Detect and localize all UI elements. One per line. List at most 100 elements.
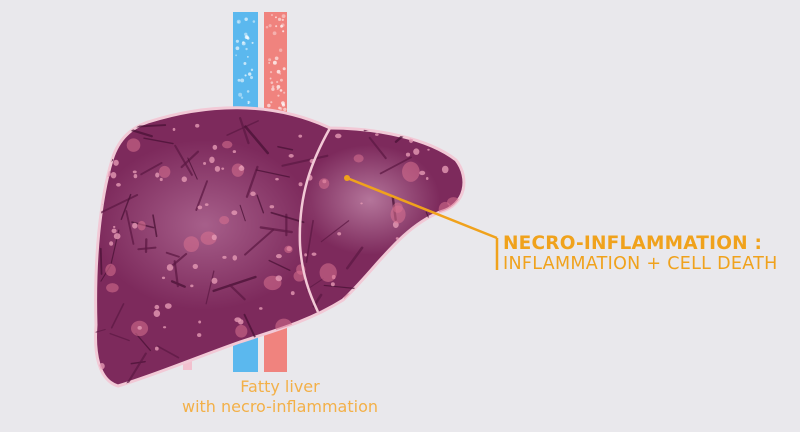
fat-droplet <box>250 192 256 196</box>
vessel-bubble <box>243 62 246 65</box>
fat-droplet <box>427 149 429 151</box>
liver-fiber <box>430 353 467 360</box>
fat-droplet <box>384 292 399 306</box>
fat-droplet <box>167 264 173 271</box>
fat-droplet <box>418 243 421 246</box>
callout-title: NECRO-INFLAMMATION : <box>503 233 778 254</box>
fat-droplet <box>351 367 354 371</box>
fat-droplet <box>231 210 237 215</box>
fat-droplet <box>116 183 121 187</box>
vessel-bubble <box>268 58 271 61</box>
vessel-bubble <box>277 95 279 97</box>
fat-droplet <box>165 303 172 309</box>
vessel-bubble <box>270 71 272 73</box>
fat-droplet <box>221 167 224 169</box>
vessel-bubble <box>271 87 274 90</box>
fat-droplet <box>424 276 429 281</box>
vessel-bubble <box>273 61 277 65</box>
fat-droplet <box>276 275 283 281</box>
fat-droplet <box>348 348 352 352</box>
fat-droplet <box>232 255 237 260</box>
vessel-bubble <box>280 79 283 82</box>
fat-droplet <box>138 221 146 231</box>
liver-fiber <box>400 118 434 123</box>
vessel-bubble <box>279 73 281 75</box>
vessel-bubble <box>282 19 284 21</box>
fat-droplet <box>173 128 176 131</box>
liver-fiber <box>417 341 438 344</box>
fat-droplet <box>113 226 115 228</box>
fat-droplet <box>372 120 382 128</box>
vessel-bubble <box>244 18 247 21</box>
vessel-bubble <box>277 88 279 90</box>
vessel-bubble <box>281 23 285 27</box>
fat-droplet <box>324 318 329 322</box>
vessel-bubble <box>267 104 271 108</box>
fat-droplet <box>389 113 393 116</box>
fat-droplet <box>203 162 206 165</box>
fat-droplet <box>417 301 434 321</box>
fat-droplet <box>211 278 217 284</box>
fat-droplet <box>319 178 329 189</box>
liver-fiber <box>399 266 421 268</box>
fat-droplet <box>212 234 217 240</box>
fat-droplet <box>437 296 443 302</box>
liver-fiber <box>372 338 391 370</box>
fat-droplet <box>159 166 170 178</box>
fat-droplet <box>401 286 405 289</box>
liver-fiber <box>453 284 463 316</box>
liver-fiber <box>79 192 102 213</box>
necro-inflammation-callout: NECRO-INFLAMMATION : INFLAMMATION + CELL… <box>503 233 778 275</box>
vessel-bubble <box>250 76 253 79</box>
fat-droplet <box>193 264 198 269</box>
fat-droplet <box>320 263 337 282</box>
vessel-bubble <box>270 101 272 103</box>
fat-droplet <box>198 205 203 209</box>
liver-fiber <box>391 299 401 307</box>
vessel-bubble <box>242 41 244 43</box>
fat-droplet <box>215 166 220 172</box>
fat-droplet <box>134 174 138 178</box>
fat-droplet <box>309 321 318 332</box>
vessel-bubble <box>280 107 283 110</box>
fat-droplet <box>388 369 393 374</box>
fat-droplet <box>427 303 433 307</box>
vessel-bubble <box>271 81 274 84</box>
liver-fiber <box>345 351 362 359</box>
fat-droplet <box>375 133 379 136</box>
liver-fiber <box>345 339 363 351</box>
fat-droplet <box>399 253 406 261</box>
liver-fiber <box>386 330 406 333</box>
fat-droplet <box>154 305 159 309</box>
fat-droplet <box>396 323 400 327</box>
fat-droplet <box>413 148 419 155</box>
fat-droplet <box>454 367 466 379</box>
fat-droplet <box>313 337 326 348</box>
liver-fiber <box>409 245 431 259</box>
fat-droplet <box>320 320 337 336</box>
fat-droplet <box>443 331 448 336</box>
vessel-bubble <box>280 89 283 92</box>
fat-droplet <box>105 264 116 276</box>
vessel-bubble <box>236 46 240 50</box>
fat-droplet <box>377 286 380 288</box>
fat-droplet <box>113 160 118 166</box>
fat-droplet <box>195 124 199 128</box>
fat-droplet <box>259 307 263 310</box>
vessel-bubble <box>247 56 249 58</box>
liver-fiber <box>309 362 316 373</box>
fat-droplet <box>304 253 307 256</box>
fat-droplet <box>331 282 335 286</box>
fat-droplet <box>391 205 406 223</box>
fat-droplet <box>276 254 282 258</box>
fat-droplet <box>336 367 344 374</box>
fat-droplet <box>112 229 117 234</box>
fat-droplet <box>442 166 449 173</box>
fat-droplet <box>235 325 247 338</box>
vessel-bubble <box>244 74 246 76</box>
fat-droplet <box>114 233 121 239</box>
fat-droplet <box>329 319 332 322</box>
fat-droplet <box>154 310 160 317</box>
fat-droplet <box>155 173 159 178</box>
